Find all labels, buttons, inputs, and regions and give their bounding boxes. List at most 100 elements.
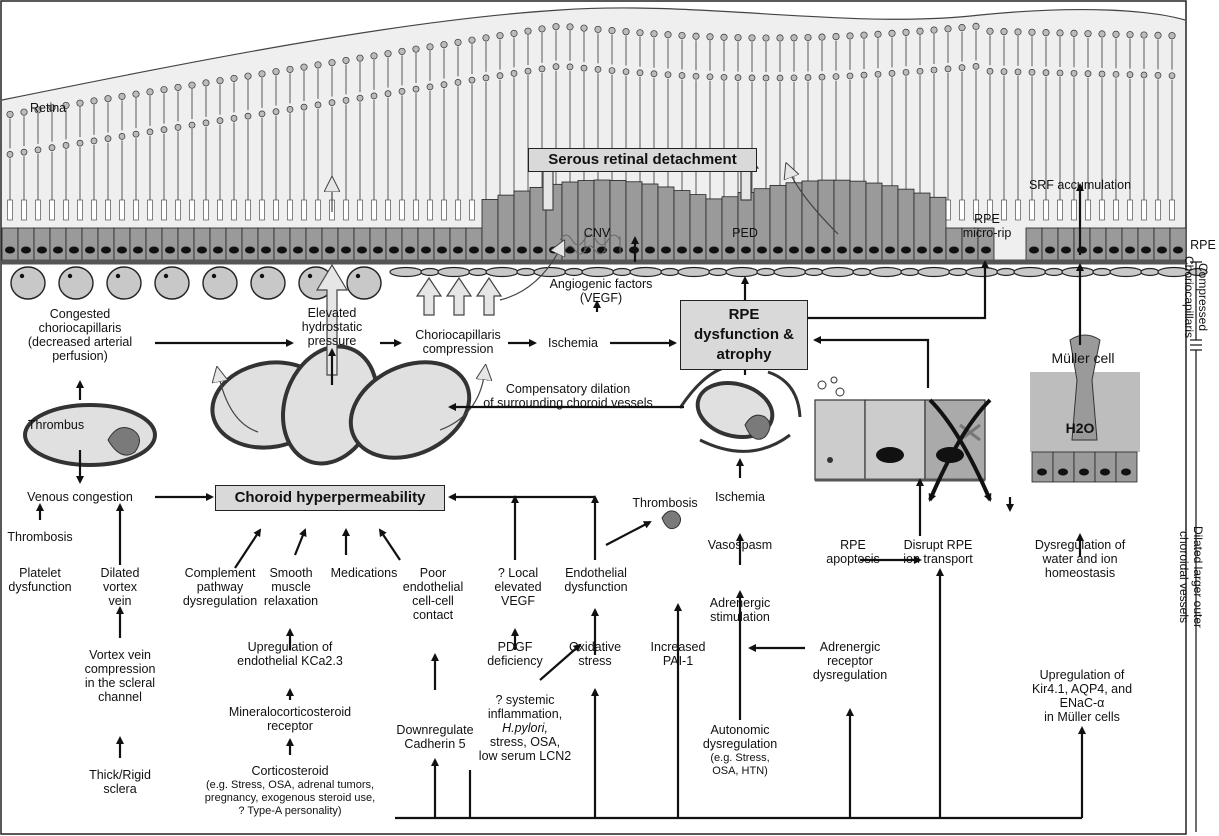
rpe-cell (18, 228, 34, 260)
rpe-cell (1122, 228, 1138, 260)
rpe-cell (418, 228, 434, 260)
rpe-cell (178, 228, 194, 260)
pai-1: Increased (651, 640, 706, 655)
thrombus-label: Thrombus (28, 418, 84, 433)
choriocapillaris-lumen (1062, 268, 1111, 277)
ischemia-top-label: Ischemia (548, 336, 598, 351)
rpe-cell (66, 228, 82, 260)
rpe-cell (674, 191, 690, 260)
autonomic-2: dysregulation (703, 737, 777, 752)
rpe-cell (690, 195, 706, 260)
rpe-microrip-label-2: micro-rip (963, 226, 1012, 241)
downreg-1: Downregulate (396, 723, 473, 738)
corticosteroid-1: Corticosteroid (251, 764, 328, 779)
retina-label: Retina (30, 101, 66, 116)
systemic-2: inflammation, (488, 707, 562, 722)
rpe-cell (1138, 228, 1154, 260)
rpe-cell (322, 228, 338, 260)
disrupt-1: Disrupt RPE (904, 538, 973, 553)
congested-1: Congested (50, 307, 110, 322)
rpe-cell (802, 181, 818, 260)
rpe-cell (754, 189, 770, 260)
choriocapillaris-lumen (59, 267, 93, 299)
dysreg-2: water and ion (1042, 552, 1117, 567)
upreg-kca-2: endothelial KCa2.3 (237, 654, 343, 669)
rpe-cell (914, 193, 930, 260)
complement-3: dysregulation (183, 594, 257, 609)
choriocapillaris-lumen (1014, 268, 1063, 277)
rpe-dysfunction-line3: atrophy (681, 345, 807, 365)
thick-sclera-2: sclera (103, 782, 136, 797)
cnv-label: CNV (584, 226, 610, 241)
autonomic-4: OSA, HTN) (712, 765, 768, 778)
rpe-cell (162, 228, 178, 260)
muller-rpe-cell (1032, 452, 1053, 482)
rpe-cell (1154, 228, 1170, 260)
mineral-1: Mineralocorticosteroid (229, 705, 351, 720)
rpe-cell (642, 184, 658, 260)
rpe-cell (98, 228, 114, 260)
rpe-cell (514, 191, 530, 260)
rpe-cell (194, 228, 210, 260)
upreg-kir-2: Kir4.1, AQP4, and (1032, 682, 1132, 697)
rpe-cell (226, 228, 242, 260)
complement-1: Complement (185, 566, 256, 581)
vasospasm: Vasospasm (708, 538, 772, 553)
oxidative-2: stress (578, 654, 611, 669)
systemic-1: ? systemic (495, 693, 554, 708)
rpe-apoptosis-cells (815, 377, 985, 480)
choriocapillaris-lumen (390, 268, 439, 277)
adren-stim-2: stimulation (710, 610, 770, 625)
choriocapillaris-lumen (155, 267, 189, 299)
rpe-cell (850, 181, 866, 260)
disrupt-2: ion transport (903, 552, 972, 567)
vortex-1: Vortex vein (89, 648, 151, 663)
dysreg-1: Dysregulation of (1035, 538, 1125, 553)
rpe-cell (498, 195, 514, 260)
comp-dilation-1: Compensatory dilation (506, 382, 630, 397)
side-compressed-2: Choriocapillaris (1182, 242, 1196, 352)
dysreg-3: homeostasis (1045, 566, 1115, 581)
upreg-kir-3: ENaC-α (1060, 696, 1105, 711)
muller-rpe-cell (1053, 452, 1074, 482)
choriocapillaris-lumen (726, 268, 775, 277)
rpe-cell (338, 228, 354, 260)
choroid-hyperpermeability-box: Choroid hyperpermeability (215, 485, 445, 511)
choriocapillaris-lumen (11, 267, 45, 299)
choriocapillaris-lumen (203, 267, 237, 299)
rpe-cell (482, 199, 498, 260)
rpe-cell (370, 228, 386, 260)
choriocapillaris-lumen (966, 268, 1015, 277)
rpe-cell (402, 228, 418, 260)
rpe-cell (706, 199, 722, 260)
rpe-apoptosis-1: RPE (840, 538, 866, 553)
choriocapillaris-lumen (438, 268, 487, 277)
pdgf-2: deficiency (487, 654, 543, 669)
choriocapillaris-lumen (251, 267, 285, 299)
angio-label-1: Angiogenic factors (550, 277, 653, 292)
rpe-cell (354, 228, 370, 260)
rpe-dysfunction-line1: RPE (681, 305, 807, 325)
mineral-2: receptor (267, 719, 313, 734)
thick-sclera-1: Thick/Rigid (89, 768, 151, 783)
congested-2: choriocapillaris (39, 321, 122, 336)
rpe-cell (1074, 228, 1090, 260)
choriocapillaris-lumen (870, 268, 919, 277)
muller-rpe-cell (1116, 452, 1137, 482)
rpe-cell (258, 228, 274, 260)
rpe-cell (434, 228, 450, 260)
rpe-cell (610, 180, 626, 260)
side-dilated-2: choroidal vessels (1177, 497, 1191, 657)
rpe-cell (242, 228, 258, 260)
medications: Medications (331, 566, 398, 581)
rpe-cell (1106, 228, 1122, 260)
elevated-3: pressure (308, 334, 357, 349)
rpe-cell (770, 185, 786, 260)
rpe-cell (1042, 228, 1058, 260)
autonomic-1: Autonomic (710, 723, 769, 738)
muller-rpe-cell (1074, 452, 1095, 482)
rpe-cell (34, 228, 50, 260)
rpe-cell (274, 228, 290, 260)
dilated-2: vortex (103, 580, 137, 595)
choriocapillaris-lumen (582, 268, 631, 277)
